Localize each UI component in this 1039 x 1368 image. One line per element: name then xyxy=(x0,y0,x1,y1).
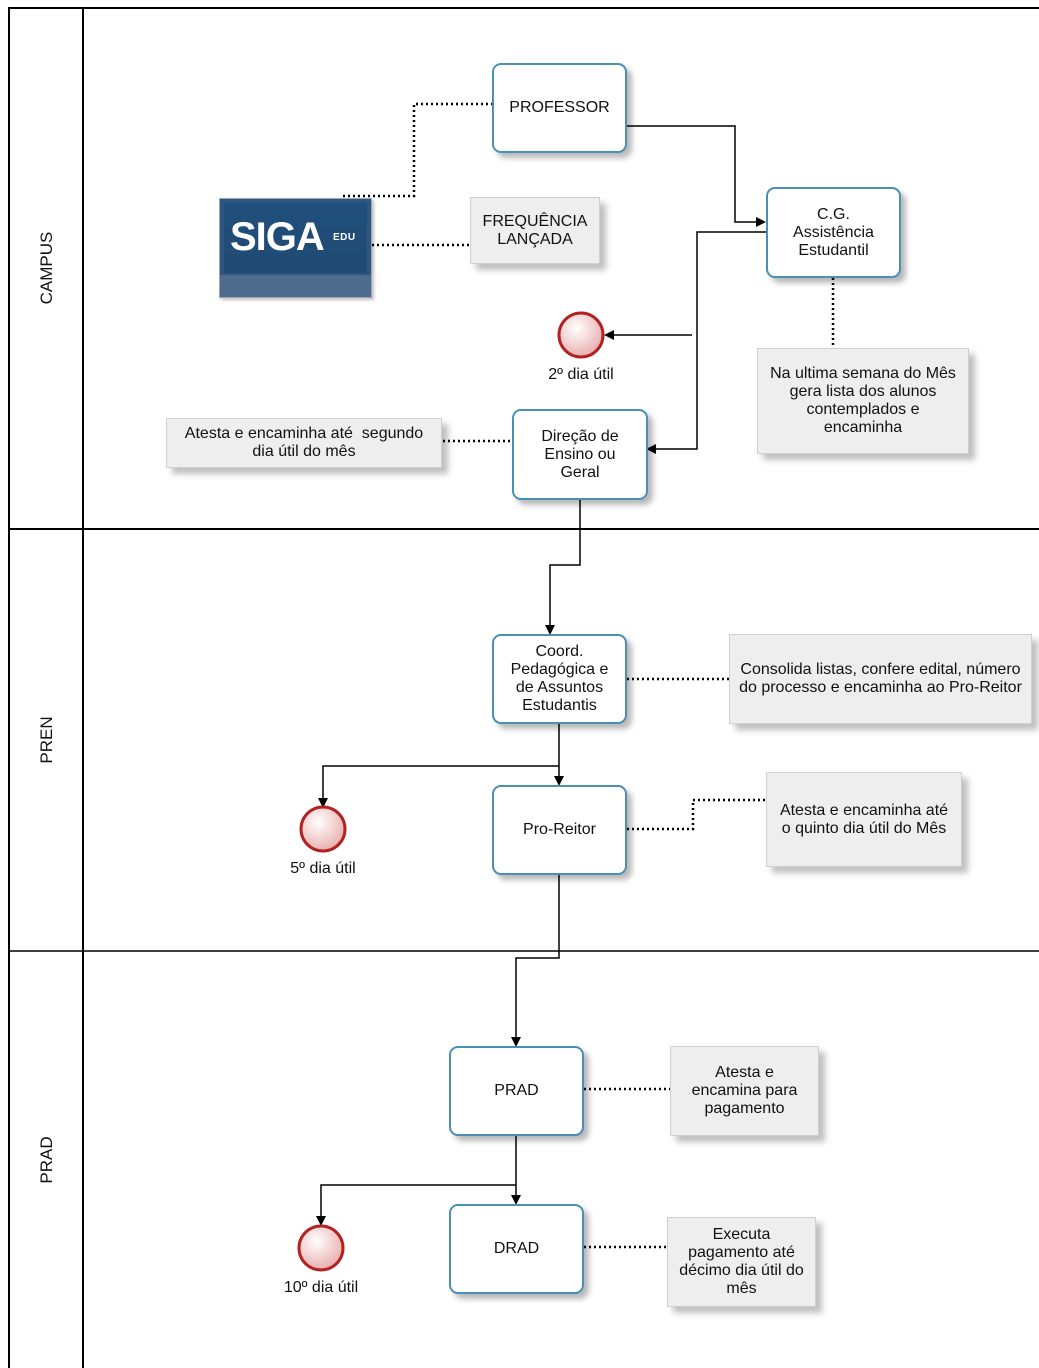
task-label: Ensino ou xyxy=(544,445,616,463)
note-text: Na ultima semana do Mês xyxy=(770,365,956,382)
task-prad[interactable]: PRAD xyxy=(449,1046,584,1136)
task-label: Coord. xyxy=(535,643,584,660)
assoc-proreitor-note xyxy=(627,798,766,831)
task-label: Geral xyxy=(560,463,600,481)
note-frequencia-lancada: FREQUÊNCIA LANÇADA xyxy=(470,197,600,264)
note-text: do processo e encaminha ao Pro-Reitor xyxy=(739,679,1022,696)
flow-proreitor-prad xyxy=(511,875,560,1047)
task-label: Pedagógica e xyxy=(510,661,609,678)
assoc-siga-professor xyxy=(343,102,492,198)
note-text: Consolida listas, confere edital, número xyxy=(740,661,1021,678)
note-text: FREQUÊNCIA xyxy=(482,212,588,230)
note-atesta-segundo-dia: Atesta e encaminha até segundo dia útil … xyxy=(166,418,442,468)
end-event-2-label: 2º dia útil xyxy=(548,366,614,383)
note-text: gera lista dos alunos xyxy=(789,383,937,400)
task-label: PROFESSOR xyxy=(509,99,610,116)
note-text: Atesta e xyxy=(715,1064,774,1081)
note-text: LANÇADA xyxy=(497,230,573,248)
end-event-5-label: 5º dia útil xyxy=(290,860,356,877)
task-drad[interactable]: DRAD xyxy=(449,1204,584,1294)
task-coord-pedagogica[interactable]: Coord. Pedagógica e de Assuntos Estudant… xyxy=(492,634,627,724)
end-event-5 xyxy=(299,805,347,853)
task-label: DRAD xyxy=(493,1240,540,1257)
siga-logo-subtext: EDU xyxy=(333,232,356,243)
note-atesta-quinto-dia: Atesta e encaminha até o quinto dia útil… xyxy=(766,772,962,867)
note-ultima-semana: Na ultima semana do Mês gera lista dos a… xyxy=(757,348,969,454)
note-text: o quinto dia útil do Mês xyxy=(781,819,947,837)
note-text: encaminha xyxy=(823,419,903,436)
note-text: pagamento xyxy=(704,1100,785,1117)
task-label: Estudantis xyxy=(522,697,597,714)
flow-to-event-5 xyxy=(318,765,559,808)
task-label: C.G. xyxy=(817,205,850,223)
task-professor[interactable]: PROFESSOR xyxy=(492,63,627,153)
end-event-2 xyxy=(557,311,605,359)
task-label: PRAD xyxy=(494,1082,539,1099)
task-label: Pro-Reitor xyxy=(523,821,596,838)
associations xyxy=(343,102,835,1249)
flow-direcao-coord xyxy=(545,500,581,635)
note-text: Atesta e encaminha até xyxy=(779,801,949,819)
task-label: Direção de xyxy=(541,427,619,445)
note-text: pagamento até xyxy=(688,1244,795,1261)
note-text: encamina para xyxy=(691,1082,798,1099)
task-direcao-ensino[interactable]: Direção de Ensino ou Geral xyxy=(512,409,648,500)
flow-professor-cg xyxy=(627,125,766,227)
lane-label-pren: PREN xyxy=(37,716,56,763)
note-text: mês xyxy=(726,1280,757,1297)
sequence-flows xyxy=(316,125,766,1226)
task-pro-reitor[interactable]: Pro-Reitor xyxy=(492,785,627,875)
end-event-10 xyxy=(297,1224,345,1272)
note-atesta-pagamento: Atesta e encamina para pagamento xyxy=(670,1046,819,1136)
task-label: de Assuntos xyxy=(515,679,604,696)
note-text: dia útil do mês xyxy=(252,443,356,460)
task-label: Estudantil xyxy=(798,241,869,259)
task-label: Assistência xyxy=(793,223,874,241)
siga-logo-text: SIGA xyxy=(230,215,325,259)
end-event-10-label: 10º dia útil xyxy=(283,1279,359,1296)
note-consolida-listas: Consolida listas, confere edital, número… xyxy=(729,634,1032,724)
pool xyxy=(8,7,1039,1368)
flow-to-event-10 xyxy=(316,1184,516,1226)
note-text: Atesta e encaminha até segundo xyxy=(184,425,424,442)
lane-label-prad: PRAD xyxy=(37,1136,56,1183)
note-text: contemplados e xyxy=(806,401,920,418)
note-executa-pagamento: Executa pagamento até décimo dia útil do… xyxy=(667,1217,816,1307)
flow-cg-direcao xyxy=(646,231,766,454)
lane-label-campus: CAMPUS xyxy=(37,232,56,305)
note-text: décimo dia útil do xyxy=(679,1262,804,1279)
task-cg-assistencia-estudantil[interactable]: C.G. Assistência Estudantil xyxy=(766,187,901,278)
note-text: Executa xyxy=(712,1226,771,1243)
siga-edu-logo: SIGA EDU xyxy=(219,198,372,298)
